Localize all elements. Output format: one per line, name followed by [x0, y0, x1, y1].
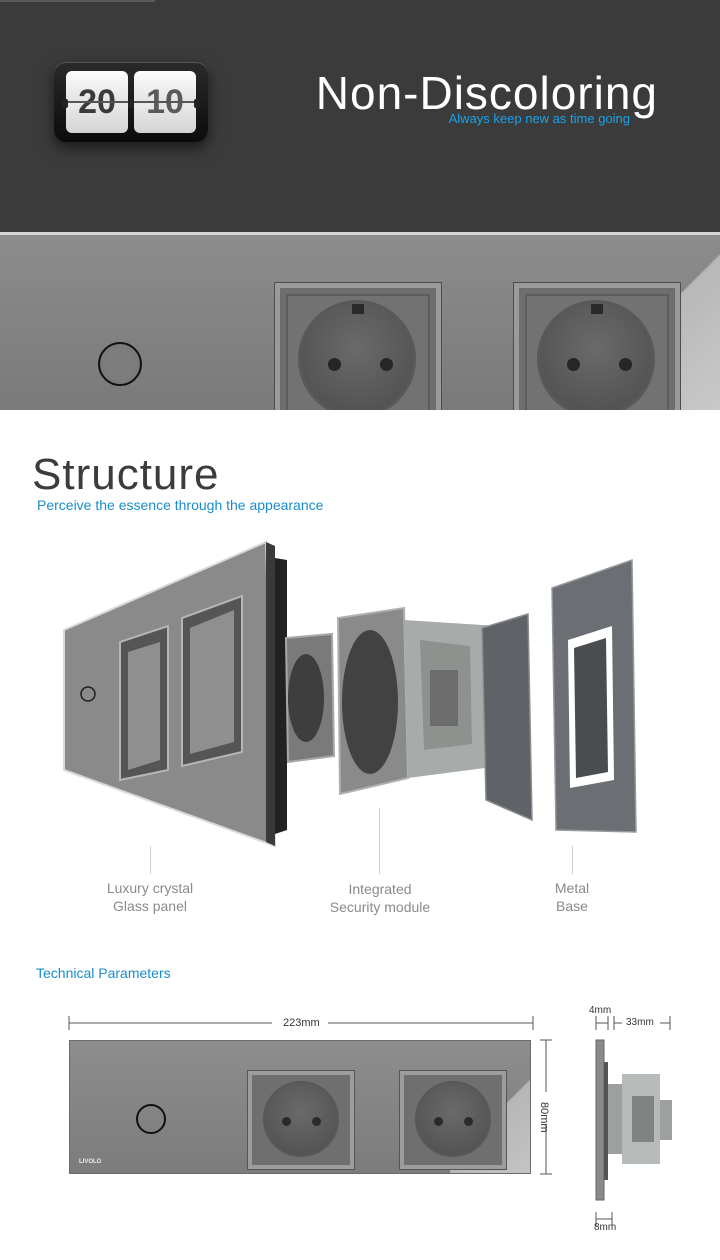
socket-pin-hole — [282, 1117, 291, 1126]
socket-pin-hole — [380, 358, 393, 371]
socket-pin-hole — [619, 358, 632, 371]
structure-title: Structure — [32, 450, 220, 499]
structure-subtitle: Perceive the essence through the appeara… — [37, 497, 324, 513]
clock-hinge — [128, 99, 134, 108]
callout-line-glass — [150, 846, 151, 874]
tech-socket-1 — [247, 1070, 355, 1170]
touch-switch-ring-icon — [136, 1104, 166, 1134]
brand-logo: LIVOLO — [79, 1159, 102, 1165]
metal-base-illustration — [481, 558, 637, 833]
depth-dimension-label: 33mm — [626, 1017, 654, 1028]
dimension-lines — [68, 1016, 672, 1226]
width-dimension-label: 223mm — [283, 1017, 320, 1029]
callout-line-module — [379, 808, 380, 874]
hero-title: Non-Discoloring — [315, 67, 658, 119]
technical-parameters-title: Technical Parameters — [36, 965, 171, 981]
base-thickness-label: 8mm — [594, 1222, 617, 1233]
socket-frame-2 — [513, 282, 681, 410]
socket-cup — [537, 300, 655, 410]
exploded-view-illustration — [63, 540, 637, 848]
socket-frame-1 — [274, 282, 442, 410]
callout-line-base — [572, 846, 573, 874]
side-profile-illustration — [595, 1039, 672, 1201]
socket-cup — [298, 300, 416, 410]
socket-pin-hole — [312, 1117, 321, 1126]
callout-glass-panel: Luxury crystal Glass panel — [106, 880, 194, 914]
clock-hinge — [194, 99, 200, 108]
flip-clock-icon: 20 10 — [54, 62, 208, 142]
technical-front-plate: LIVOLO — [69, 1040, 531, 1174]
socket-pin-hole — [464, 1117, 473, 1126]
tech-socket-2 — [399, 1070, 507, 1170]
wall-plate-closeup — [0, 232, 720, 410]
callout-metal-base: Metal Base — [554, 880, 590, 914]
clock-hinge — [62, 99, 68, 108]
hero-top-accent-line — [0, 0, 155, 2]
callout-security-module: Integrated Security module — [329, 881, 431, 915]
glass-thickness-label: 4mm — [589, 1005, 612, 1016]
hero-section: 20 10 Non-Discoloring Always keep new as… — [0, 0, 720, 232]
touch-switch-ring-icon — [98, 342, 142, 386]
glass-panel-illustration — [63, 540, 287, 848]
socket-pin-hole — [328, 358, 341, 371]
socket-pin-hole — [567, 358, 580, 371]
security-module-illustration — [284, 606, 500, 796]
clock-hours-card: 20 — [66, 71, 128, 133]
hero-subtitle: Always keep new as time going — [448, 111, 630, 126]
height-dimension-label: 80mm — [538, 1102, 550, 1133]
clock-minutes-card: 10 — [134, 71, 196, 133]
socket-pin-hole — [434, 1117, 443, 1126]
